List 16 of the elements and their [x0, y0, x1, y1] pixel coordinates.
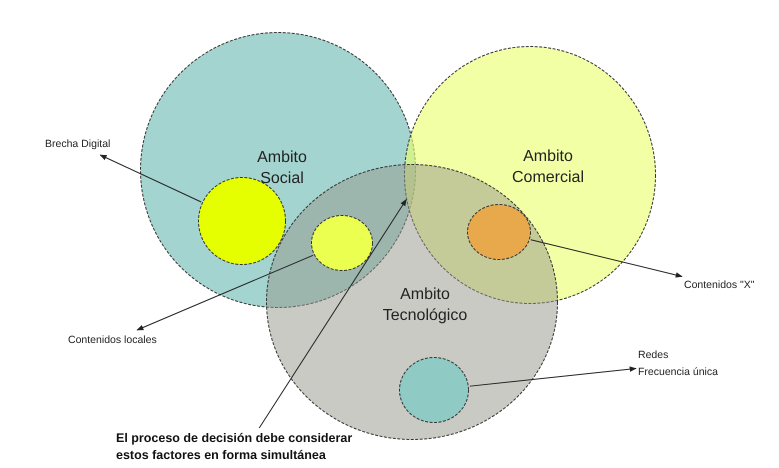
leader-line	[258, 198, 407, 428]
circle-label: Ambito Tecnológico	[382, 285, 468, 326]
leader-line	[100, 154, 202, 202]
leader-line	[469, 366, 637, 387]
callout-label: Brecha Digital	[45, 136, 110, 153]
callout-label: Contenidos "X"	[684, 277, 754, 294]
circle-label: Ambito Social	[256, 148, 308, 189]
callout-label: Frecuencia única	[638, 365, 718, 380]
venn-circle	[311, 215, 373, 271]
venn-circle	[399, 357, 469, 423]
callout-label: Redes	[638, 348, 670, 363]
venn-circle	[467, 204, 531, 260]
note-text: El proceso de decisión debe considerar estos factores en forma simultánea	[116, 430, 378, 464]
leader-line	[136, 254, 314, 330]
callout-label: Contenidos locales	[68, 332, 157, 349]
circle-label: Ambito Comercial	[510, 147, 585, 188]
